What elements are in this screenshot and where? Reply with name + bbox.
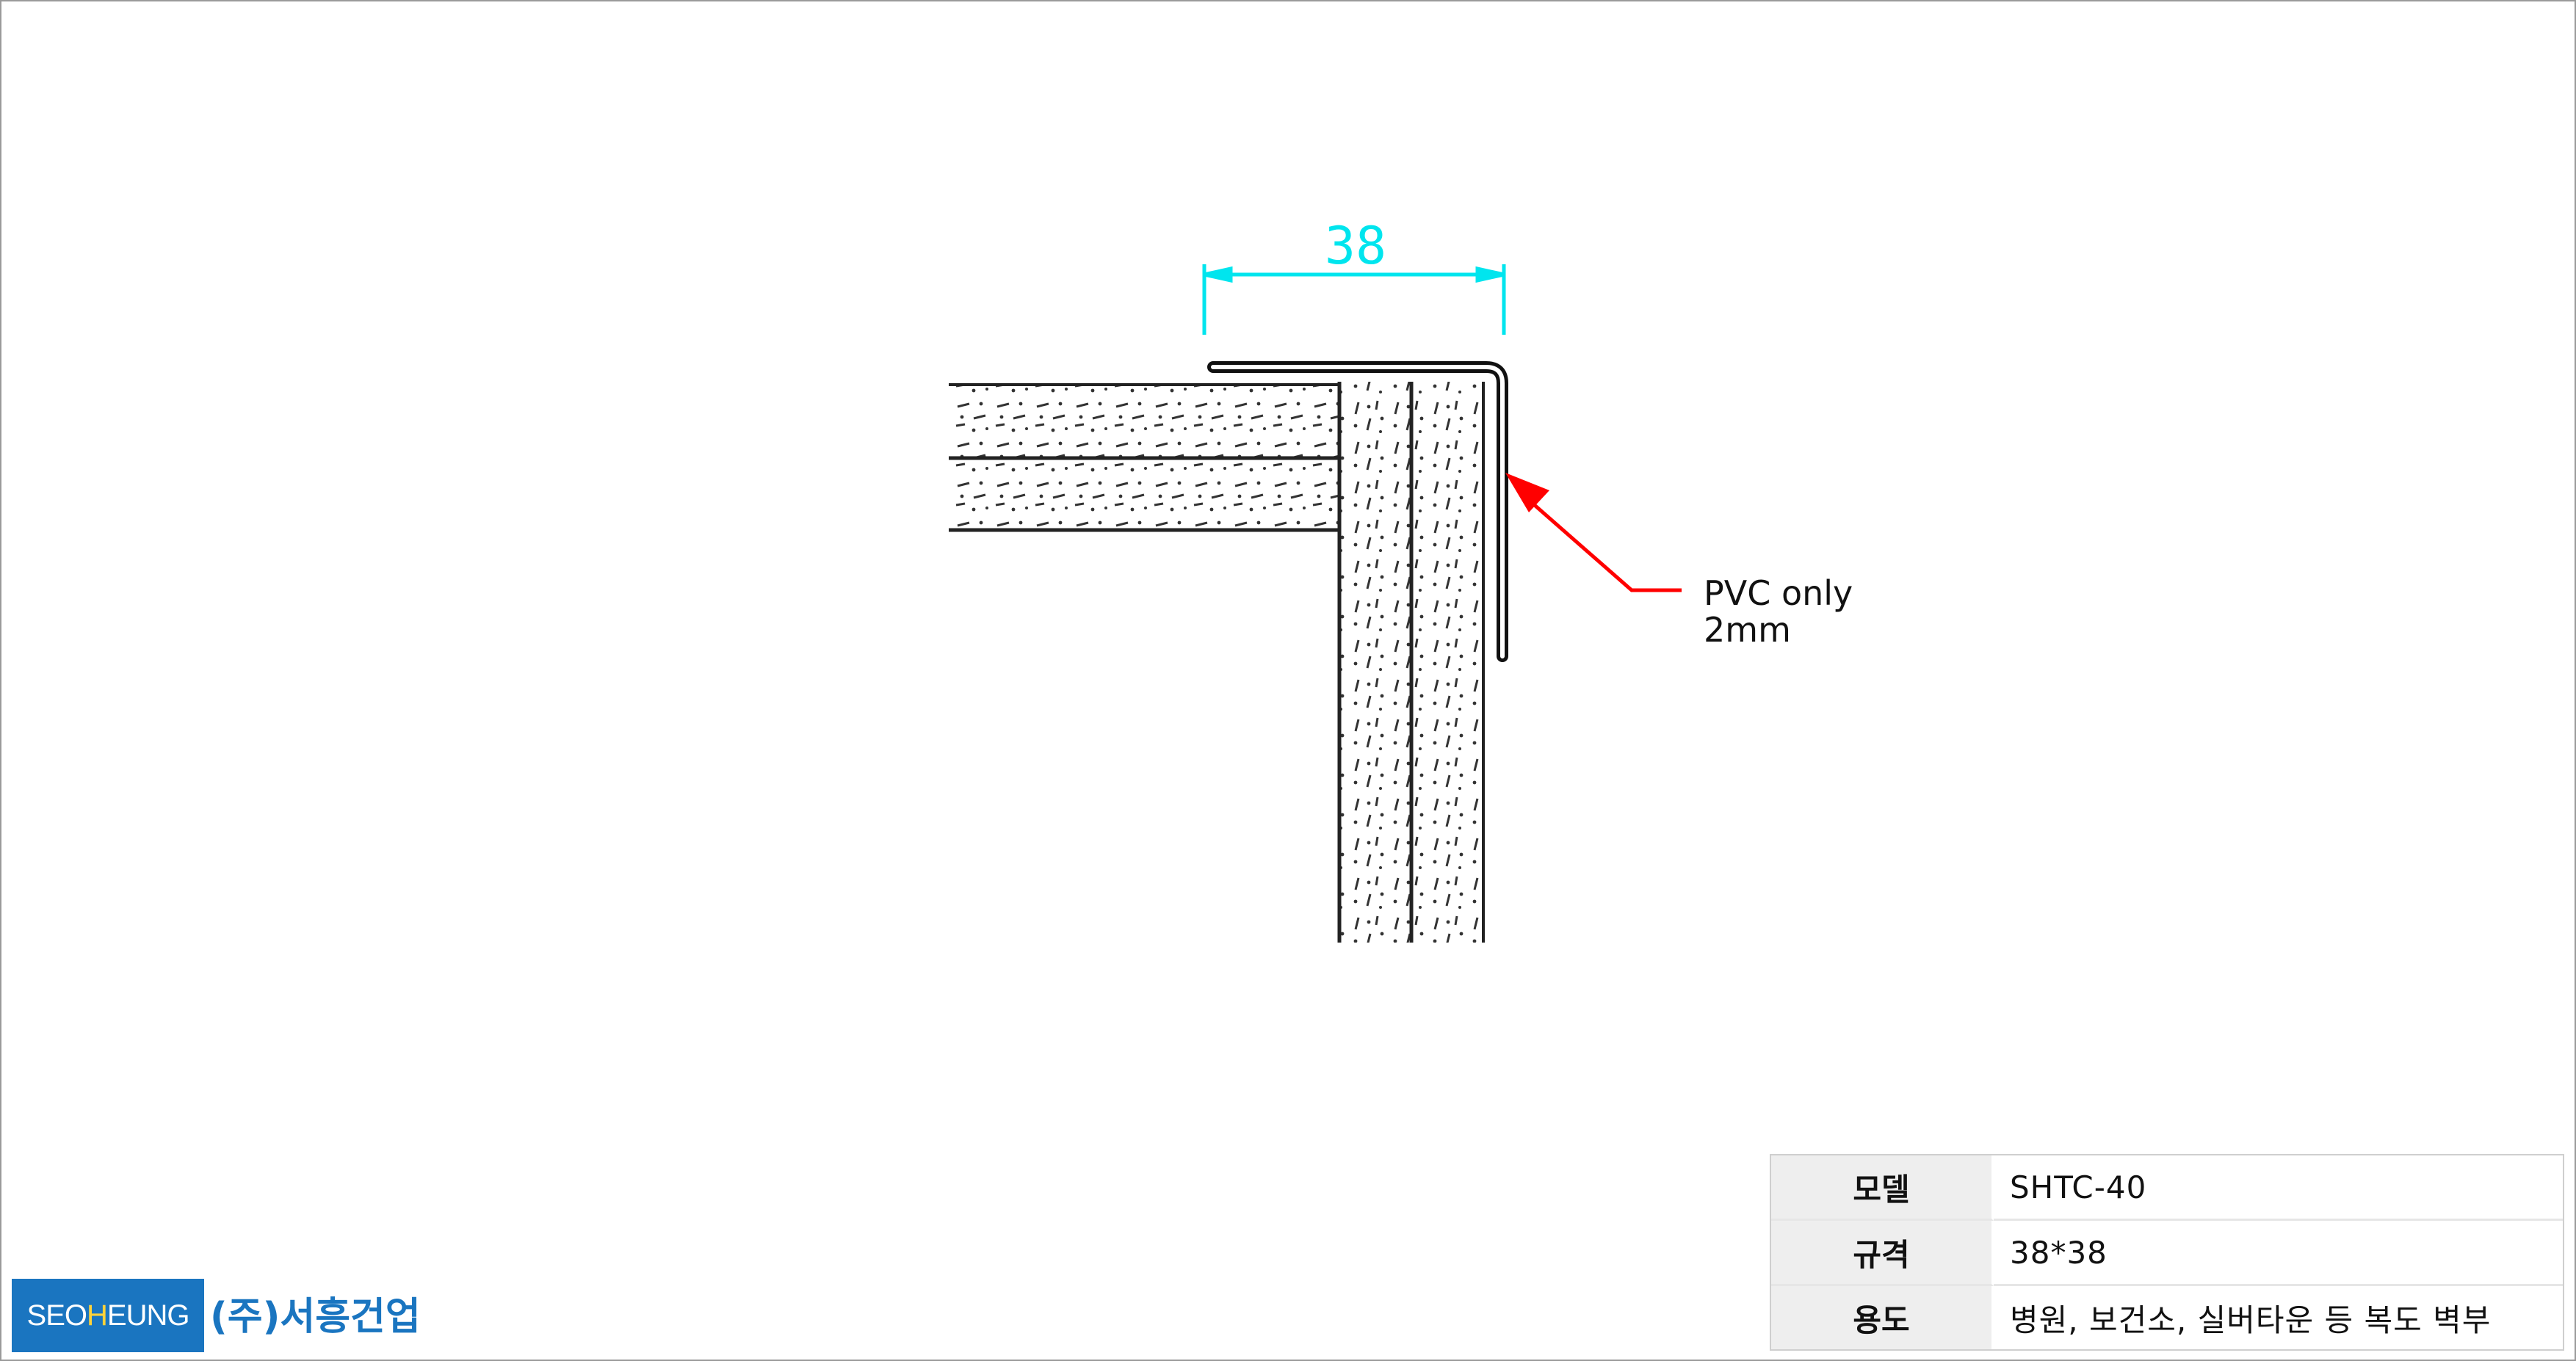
spec-table: 모델 SHTC-40 규격 38*38 용도 병원, 보건소, 실버타운 등 복… — [1770, 1154, 2564, 1351]
logo-text-a: SEO — [26, 1299, 87, 1332]
spec-value: 38*38 — [1994, 1221, 2563, 1286]
material-note: PVC only — [1704, 573, 1853, 613]
vertical-wall — [1337, 382, 1485, 943]
company-name: (주)서흥건업 — [210, 1295, 421, 1339]
spec-row-size: 규격 38*38 — [1771, 1221, 2563, 1286]
spec-label: 모델 — [1771, 1155, 1994, 1221]
spec-label: 용도 — [1771, 1286, 1994, 1349]
spec-row-model: 모델 SHTC-40 — [1771, 1155, 2563, 1221]
horizontal-wall — [949, 383, 1339, 532]
leader-arrow — [1505, 473, 1682, 592]
dimension-line — [1202, 264, 1506, 335]
logo-text-b: EUNG — [106, 1299, 190, 1332]
spec-value: SHTC-40 — [1994, 1155, 2563, 1221]
dimension-label: 38 — [1324, 216, 1387, 276]
spec-row-usage: 용도 병원, 보건소, 실버타운 등 복도 벽부 — [1771, 1286, 2563, 1349]
spec-label: 규격 — [1771, 1221, 1994, 1286]
thickness-note: 2mm — [1704, 610, 1791, 650]
spec-value: 병원, 보건소, 실버타운 등 복도 벽부 — [1994, 1286, 2563, 1349]
logo-text-h: H — [87, 1299, 108, 1332]
